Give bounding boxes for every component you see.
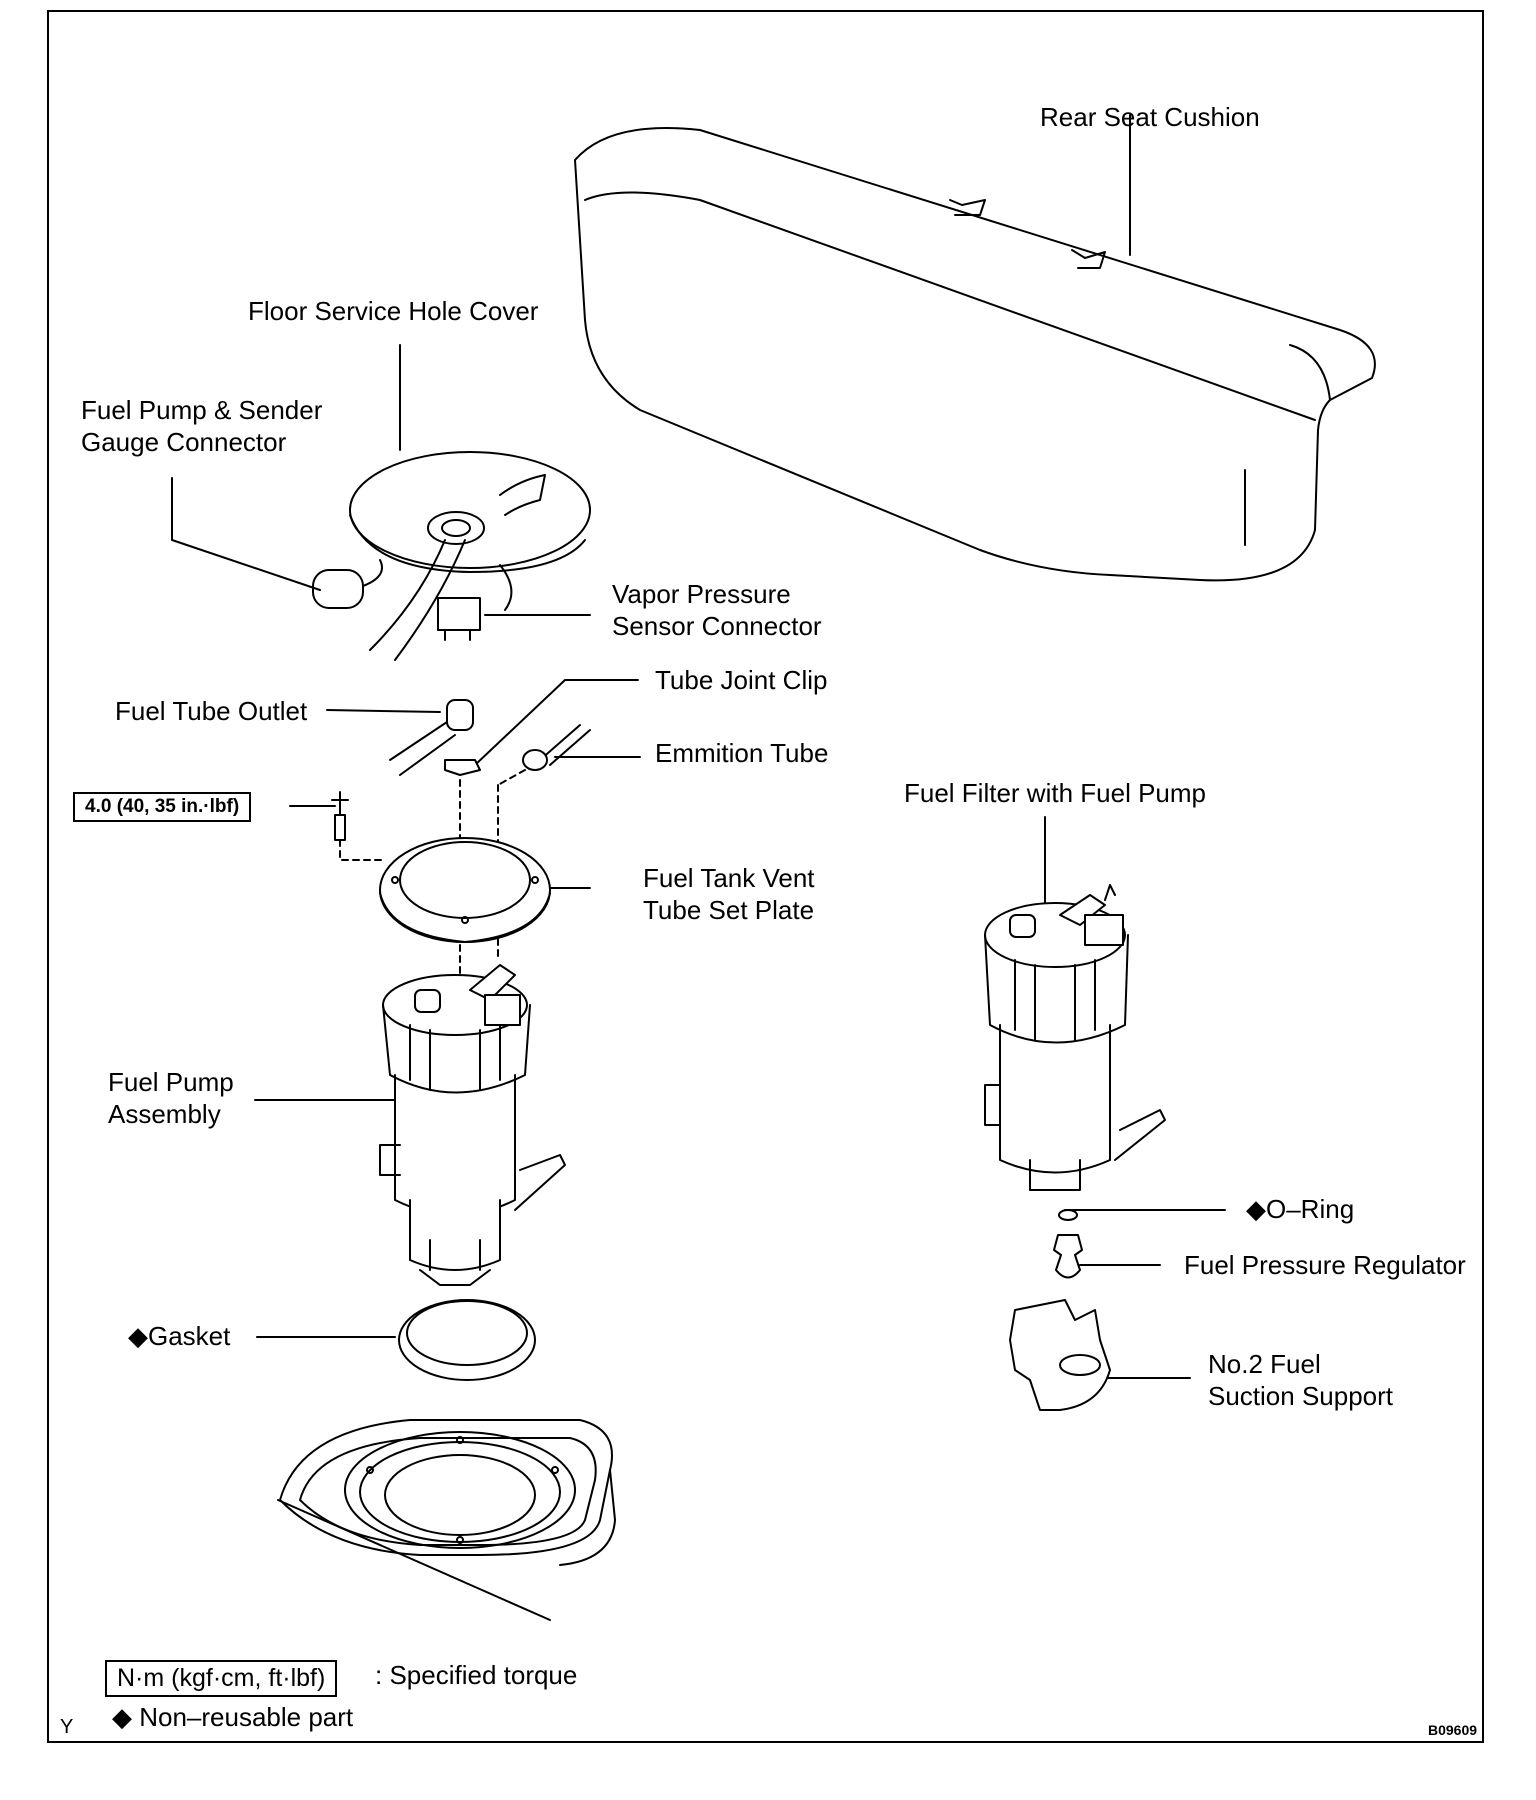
corner-left-mark: Y xyxy=(60,1716,74,1738)
label-emmition-tube: Emmition Tube xyxy=(655,738,829,768)
label-suction-support-2: Suction Support xyxy=(1208,1381,1394,1411)
floor-service-hole-cover-drawing xyxy=(312,451,591,661)
gasket-drawing xyxy=(398,1299,536,1381)
label-fuel-pump-assembly-2: Assembly xyxy=(108,1099,221,1129)
legend-torque-unit-box: N·m (kgf·cm, ft·lbf) xyxy=(105,1660,338,1697)
leader-lines xyxy=(171,114,1226,1379)
label-tube-joint-clip: Tube Joint Clip xyxy=(655,665,828,695)
vent-tube-set-plate-drawing xyxy=(379,837,551,943)
legend-torque-description: : Specified torque xyxy=(375,1660,578,1690)
label-fuel-pump-assembly-1: Fuel Pump xyxy=(108,1067,234,1097)
label-floor-service-hole-cover: Floor Service Hole Cover xyxy=(248,296,539,326)
label-fuel-filter-with-pump: Fuel Filter with Fuel Pump xyxy=(904,778,1206,808)
label-vent-plate-1: Fuel Tank Vent xyxy=(643,863,815,893)
diagram-frame xyxy=(47,10,1484,1743)
label-o-ring: ◆O–Ring xyxy=(1246,1194,1355,1224)
label-fuel-pump-sender-connector-1: Fuel Pump & Sender xyxy=(81,395,323,425)
label-vent-plate-2: Tube Set Plate xyxy=(643,895,815,925)
label-fuel-pump-sender-connector-2: Gauge Connector xyxy=(81,427,287,457)
label-fuel-tube-outlet: Fuel Tube Outlet xyxy=(115,696,308,726)
label-suction-support-1: No.2 Fuel xyxy=(1208,1349,1321,1379)
label-fuel-pressure-regulator: Fuel Pressure Regulator xyxy=(1184,1250,1466,1280)
label-rear-seat-cushion: Rear Seat Cushion xyxy=(1040,102,1260,132)
fuel-pump-assembly-drawing xyxy=(379,964,566,1286)
label-gasket: ◆Gasket xyxy=(128,1321,231,1351)
torque-spec-box: 4.0 (40, 35 in.·lbf) xyxy=(73,792,252,822)
legend-non-reusable: ◆ Non–reusable part xyxy=(112,1702,354,1732)
rear-seat-cushion-drawing xyxy=(574,127,1376,582)
figure-code: B09609 xyxy=(1428,1722,1478,1738)
fuel-filter-with-pump-drawing xyxy=(984,884,1166,1191)
label-vapor-pressure-2: Sensor Connector xyxy=(612,611,822,641)
regulator-parts-drawing xyxy=(1009,1209,1111,1411)
fuel-tank-opening-drawing xyxy=(277,1419,616,1621)
label-vapor-pressure-1: Vapor Pressure xyxy=(612,579,791,609)
